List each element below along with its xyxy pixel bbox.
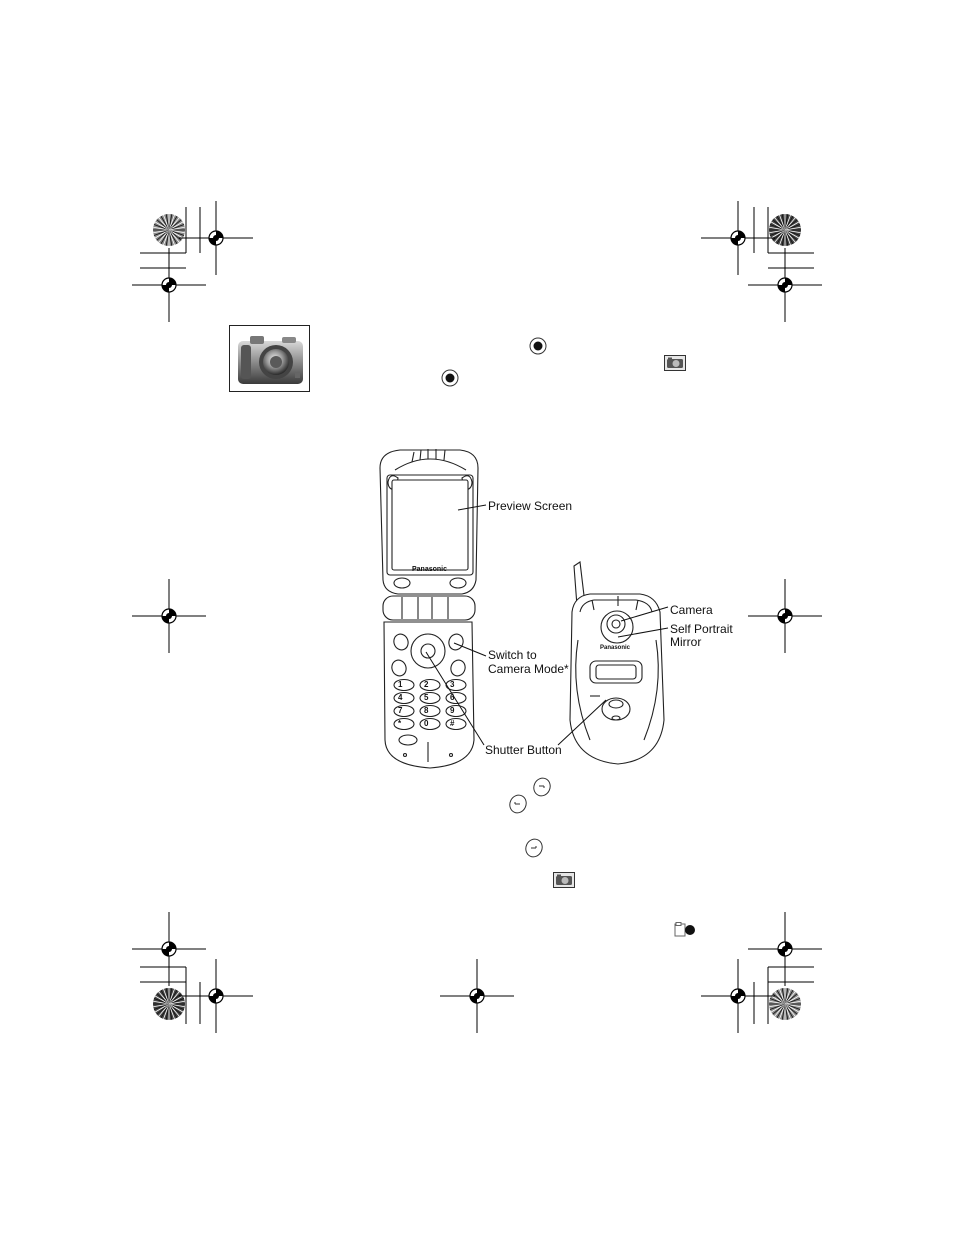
keypad-key: 7 (398, 706, 403, 715)
registration-target (132, 248, 206, 322)
keypad-key-shape (445, 717, 467, 731)
keypad-key: 9 (450, 706, 455, 715)
starburst-mark (153, 214, 185, 246)
keypad-key-shape (445, 704, 467, 718)
keypad-key-shape (419, 691, 441, 705)
keypad-key-shape (445, 691, 467, 705)
callout-mirror: Mirror (670, 635, 702, 649)
keypad-key: # (450, 719, 455, 728)
registration-target (701, 201, 775, 275)
keypad-key: 4 (398, 693, 403, 702)
registration-target (179, 959, 253, 1033)
keypad-key-shape (419, 717, 441, 731)
keypad-key-shape (393, 691, 415, 705)
center-key-icon (441, 369, 459, 387)
record-icon (674, 922, 698, 938)
brand-label-closed: Panasonic (600, 645, 631, 651)
camera-mode-icon (553, 872, 575, 888)
registration-target (748, 248, 822, 322)
keypad-key-shape (393, 717, 415, 731)
starburst-mark (769, 988, 801, 1020)
callout-camera-mode: Camera Mode* (488, 662, 569, 676)
callout-preview-screen: Preview Screen (488, 499, 573, 513)
left-soft-key-icon (508, 794, 528, 814)
registration-target (132, 579, 206, 653)
keypad-key: * (398, 719, 402, 728)
camera-icon (229, 325, 310, 392)
keypad-key: 1 (398, 680, 403, 689)
callout-shutter-button: Shutter Button (485, 743, 562, 757)
keypad-key: 3 (450, 680, 455, 689)
right-soft-key-icon (532, 777, 552, 797)
brand-label-open: Panasonic (412, 566, 448, 573)
callout-self-portrait: Self Portrait (670, 622, 733, 636)
registration-target (748, 912, 822, 986)
registration-target (701, 959, 775, 1033)
keypad-key: 5 (424, 693, 429, 702)
registration-target (179, 201, 253, 275)
registration-target (132, 912, 206, 986)
keypad-key: 0 (424, 719, 429, 728)
callout-switch-to: Switch to (488, 648, 537, 662)
keypad-key-shape (419, 678, 441, 692)
registration-target (748, 579, 822, 653)
keypad-key-shape (419, 704, 441, 718)
keypad-key: 2 (424, 680, 429, 689)
registration-target (440, 959, 514, 1033)
callout-camera: Camera (670, 603, 713, 617)
keypad-key: 6 (450, 693, 455, 702)
camera-mode-icon (664, 355, 686, 371)
keypad-key: 8 (424, 706, 429, 715)
starburst-mark (769, 214, 801, 246)
left-soft-key-icon (524, 838, 544, 858)
starburst-mark (153, 988, 185, 1020)
keypad-key-shape (393, 704, 415, 718)
keypad-key-shape (393, 678, 415, 692)
center-key-icon (529, 337, 547, 355)
